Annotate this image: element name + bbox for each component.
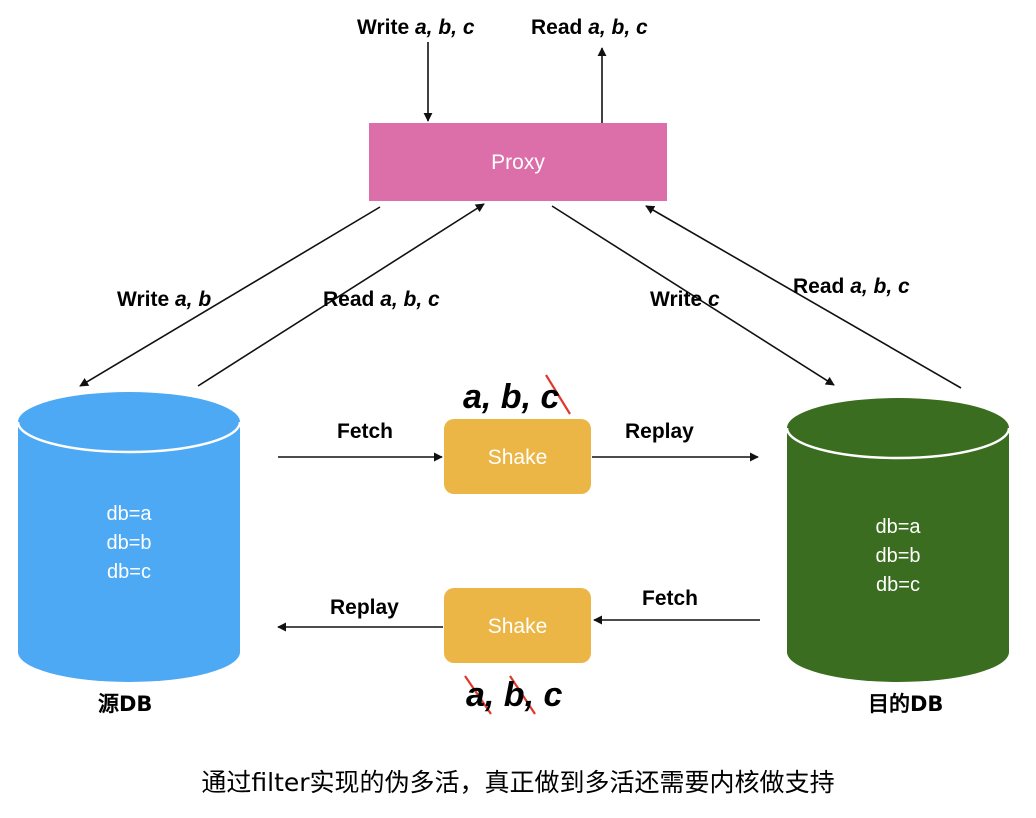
shake-vars-bottom: a, b, c <box>466 676 563 714</box>
source-db-line-2: db=b <box>106 532 152 554</box>
proxy-label: Proxy <box>491 151 545 174</box>
right-write-arrow <box>551 205 835 386</box>
top-read-vars: a, b, c <box>588 16 648 39</box>
shake-box-bottom <box>444 588 591 663</box>
right-read-prefix: Read <box>793 275 845 298</box>
target-db-line-1: db=a <box>875 516 921 538</box>
target-db-name: 目的DB <box>868 692 944 716</box>
replay-label-bottom: Replay <box>330 596 399 619</box>
shake-label-top: Shake <box>487 446 548 469</box>
shake-box-top <box>444 419 591 494</box>
source-db-cylinder <box>16 392 242 682</box>
right-write-prefix: Write <box>650 288 703 311</box>
right-write-label: Write c <box>650 289 720 310</box>
top-write-vars: a, b, c <box>414 16 475 39</box>
left-read-arrow <box>197 203 485 387</box>
top-write-prefix: Write <box>357 16 410 39</box>
shake-vars-top: a, b, c <box>463 378 560 416</box>
source-db-line-3: db=c <box>107 561 151 583</box>
target-db-content: db=a db=b db=c <box>787 513 1009 600</box>
strike-c-top <box>545 374 571 415</box>
target-db-line-3: db=c <box>876 574 920 596</box>
fetch-label-top: Fetch <box>337 420 394 443</box>
top-read-prefix: Read <box>531 16 583 39</box>
strike-b-bottom <box>509 675 536 715</box>
left-read-vars: a, b, c <box>380 288 440 311</box>
right-read-vars: a, b, c <box>850 275 910 298</box>
top-write-label: Write a, b, c <box>357 17 475 38</box>
proxy-box <box>369 123 667 201</box>
source-db-name: 源DB <box>98 692 153 716</box>
left-write-prefix: Write <box>117 288 170 311</box>
left-read-label: Read a, b, c <box>323 289 440 310</box>
right-read-arrow <box>645 205 962 389</box>
source-db-content: db=a db=b db=c <box>18 500 240 587</box>
right-read-label: Read a, b, c <box>793 276 910 297</box>
replay-label-top: Replay <box>625 420 694 443</box>
left-write-label: Write a, b <box>117 289 211 310</box>
fetch-label-bottom: Fetch <box>642 587 699 610</box>
shake-label-bottom: Shake <box>487 615 548 638</box>
target-db-line-2: db=b <box>875 545 921 567</box>
left-read-prefix: Read <box>323 288 375 311</box>
left-write-arrow <box>79 206 381 387</box>
left-write-vars: a, b <box>174 288 212 311</box>
top-read-label: Read a, b, c <box>531 17 648 38</box>
source-db-line-1: db=a <box>106 503 152 525</box>
figure-caption: 通过filter实现的伪多活，真正做到多活还需要内核做支持 <box>201 768 835 797</box>
strike-a-bottom <box>464 675 492 715</box>
target-db-cylinder <box>785 398 1011 682</box>
right-write-vars: c <box>707 288 720 311</box>
